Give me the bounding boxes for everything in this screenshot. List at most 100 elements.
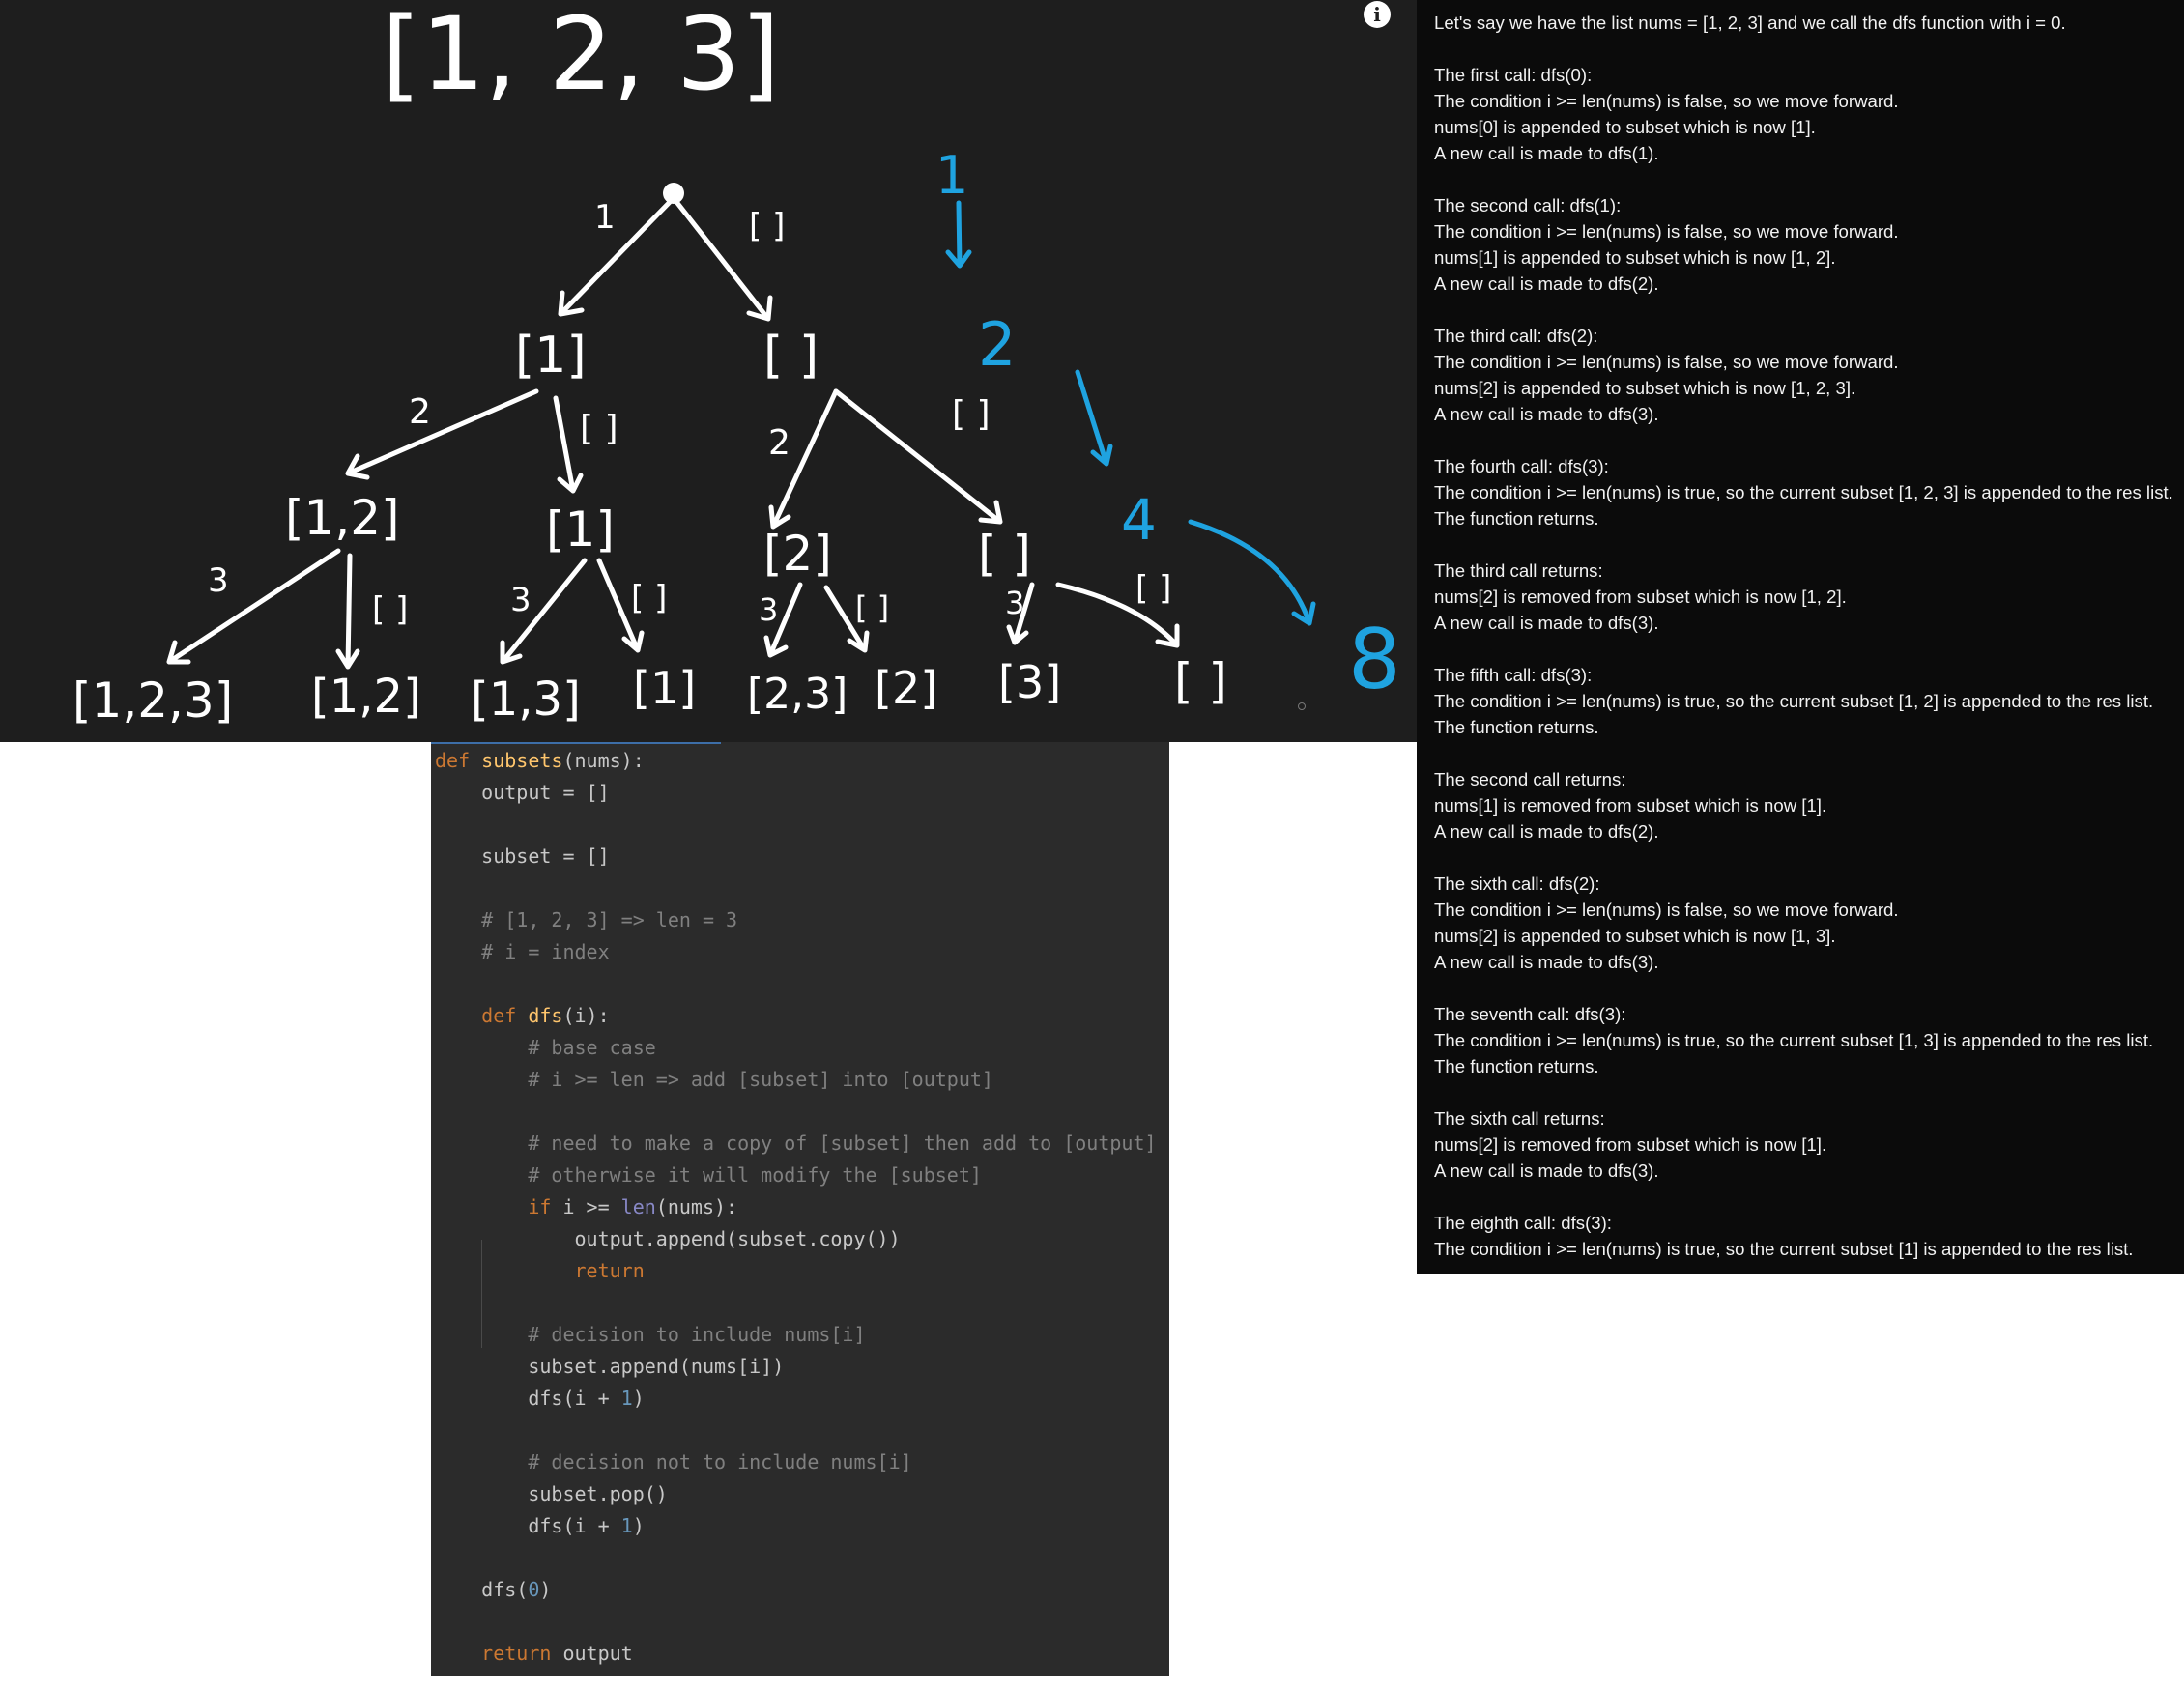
- code-line: [431, 1096, 1169, 1128]
- editor-tab-indicator: [431, 742, 721, 744]
- code-token: # i >= len => add [subset] into [output]: [435, 1068, 993, 1091]
- explanation-line: nums[1] is appended to subset which is n…: [1434, 247, 1836, 268]
- indent-guide: [481, 1240, 482, 1348]
- explanation-line: The fourth call: dfs(3):: [1434, 456, 1609, 476]
- edge-label: 2: [409, 392, 431, 432]
- code-token: 0: [528, 1578, 540, 1601]
- code-token: subset.append(nums[i]): [435, 1355, 785, 1378]
- leaf-node: [1]: [633, 662, 696, 714]
- info-icon[interactable]: i: [1364, 1, 1391, 28]
- code-line: def subsets(nums):: [431, 745, 1169, 777]
- edge: [596, 558, 645, 653]
- code-line: [431, 1287, 1169, 1319]
- code-token: output = []: [435, 781, 610, 804]
- explanation-line: The sixth call returns:: [1434, 1108, 1605, 1129]
- explanation-line: The condition i >= len(nums) is false, s…: [1434, 91, 1899, 111]
- edge: [1006, 582, 1035, 645]
- leaf-node: [1,2,3]: [72, 673, 233, 729]
- code-token: # i = index: [435, 940, 610, 963]
- code-line: # [1, 2, 3] => len = 3: [431, 904, 1169, 936]
- code-line: dfs(0): [431, 1574, 1169, 1606]
- explanation-line: The condition i >= len(nums) is false, s…: [1434, 900, 1899, 920]
- code-line: subset = []: [431, 841, 1169, 873]
- explanation-line: nums[1] is removed from subset which is …: [1434, 795, 1827, 816]
- code-token: return: [435, 1259, 645, 1282]
- code-line: def dfs(i):: [431, 1000, 1169, 1032]
- code-line: [431, 1542, 1169, 1574]
- code-line: output.append(subset.copy()): [431, 1223, 1169, 1255]
- code-line: [431, 873, 1169, 904]
- code-token: if: [435, 1195, 563, 1218]
- edge-label: [ ]: [749, 207, 785, 245]
- recursion-tree: [1, 2, 3] 1 [ ] [1] [ ] 2 [ ] 2 [ ] [1,2…: [72, 0, 1401, 729]
- level-arrow: [945, 200, 972, 269]
- code-line: [431, 1606, 1169, 1638]
- edge-label: [ ]: [952, 394, 991, 434]
- explanation-paragraph: The fifth call: dfs(3):The condition i >…: [1434, 662, 2184, 740]
- explanation-line: The seventh call: dfs(3):: [1434, 1004, 1626, 1024]
- explanation-paragraph: The second call: dfs(1):The condition i …: [1434, 192, 2184, 297]
- edge-label: [ ]: [855, 589, 889, 626]
- level-count: 8: [1348, 612, 1401, 708]
- explanation-line: A new call is made to dfs(2).: [1434, 821, 1659, 842]
- code-line: # need to make a copy of [subset] then a…: [431, 1128, 1169, 1160]
- explanation-paragraph: The eighth call: dfs(3):The condition i …: [1434, 1210, 2184, 1262]
- explanation-line: The function returns.: [1434, 717, 1599, 737]
- edge: [833, 388, 1003, 525]
- code-token: ): [632, 1514, 645, 1537]
- code-line: output = []: [431, 777, 1169, 809]
- tree-node: [2]: [763, 526, 832, 582]
- code-token: return: [435, 1642, 563, 1665]
- edge-label: [ ]: [372, 590, 408, 629]
- edge-label: 2: [768, 423, 790, 463]
- edge: [335, 553, 360, 670]
- code-token: dfs: [528, 1004, 563, 1027]
- explanation-line: A new call is made to dfs(3).: [1434, 613, 1659, 633]
- edge: [166, 548, 341, 665]
- code-token: dfs(i +: [435, 1514, 621, 1537]
- explanation-line: Let's say we have the list nums = [1, 2,…: [1434, 13, 2066, 33]
- level-count: 1: [935, 145, 968, 206]
- code-line: subset.append(nums[i]): [431, 1351, 1169, 1383]
- code-token: 1: [620, 1514, 633, 1537]
- explanation-line: The third call: dfs(2):: [1434, 326, 1598, 346]
- code-token: # otherwise it will modify the [subset]: [435, 1163, 982, 1187]
- code-editor: def subsets(nums): output = [] subset = …: [431, 742, 1169, 1676]
- code-token: ): [632, 1387, 645, 1410]
- explanation-line: A new call is made to dfs(2).: [1434, 273, 1659, 294]
- explanation-line: The second call: dfs(1):: [1434, 195, 1622, 215]
- explanation-line: A new call is made to dfs(1).: [1434, 143, 1659, 163]
- explanation-paragraph: The sixth call returns:nums[2] is remove…: [1434, 1105, 2184, 1184]
- explanation-line: nums[2] is appended to subset which is n…: [1434, 378, 1856, 398]
- code-token: def: [435, 1004, 529, 1027]
- code-lines: def subsets(nums): output = [] subset = …: [431, 745, 1169, 1670]
- explanation-paragraph: The third call: dfs(2): The condition i >…: [1434, 323, 2184, 427]
- edge: [500, 558, 588, 665]
- explanation-paragraph: Let's say we have the list nums = [1, 2,…: [1434, 10, 2184, 36]
- edge: [553, 395, 584, 494]
- leaf-node: [2]: [875, 662, 937, 714]
- edge-label: 3: [510, 581, 532, 619]
- tree-node: [1,2]: [285, 490, 400, 546]
- explanation-panel: Let's say we have the list nums = [1, 2,…: [1417, 0, 2184, 1274]
- explanation-paragraph: The first call: dfs(0):The condition i >…: [1434, 62, 2184, 166]
- code-token: len: [620, 1195, 656, 1218]
- code-token: i >=: [562, 1195, 621, 1218]
- edge-label: 3: [208, 561, 229, 600]
- explanation-line: The condition i >= len(nums) is false, s…: [1434, 352, 1899, 372]
- code-token: output.append(subset.copy()): [435, 1227, 901, 1250]
- leaf-node: [ ]: [1174, 653, 1227, 709]
- code-line: if i >= len(nums):: [431, 1191, 1169, 1223]
- explanation-paragraph: The second call returns:nums[1] is remov…: [1434, 766, 2184, 845]
- level-count: 4: [1121, 487, 1157, 553]
- explanation-line: The third call returns:: [1434, 560, 1603, 581]
- explanation-line: A new call is made to dfs(3).: [1434, 1160, 1659, 1181]
- edge-label: 1: [594, 198, 616, 237]
- code-token: (i):: [562, 1004, 610, 1027]
- edge: [345, 388, 539, 480]
- code-line: # i >= len => add [subset] into [output]: [431, 1064, 1169, 1096]
- code-line: subset.pop(): [431, 1478, 1169, 1510]
- explanation-line: The condition i >= len(nums) is true, so…: [1434, 1239, 2134, 1259]
- edge-label: [ ]: [1135, 569, 1171, 608]
- explanation-line: nums[0] is appended to subset which is n…: [1434, 117, 1816, 137]
